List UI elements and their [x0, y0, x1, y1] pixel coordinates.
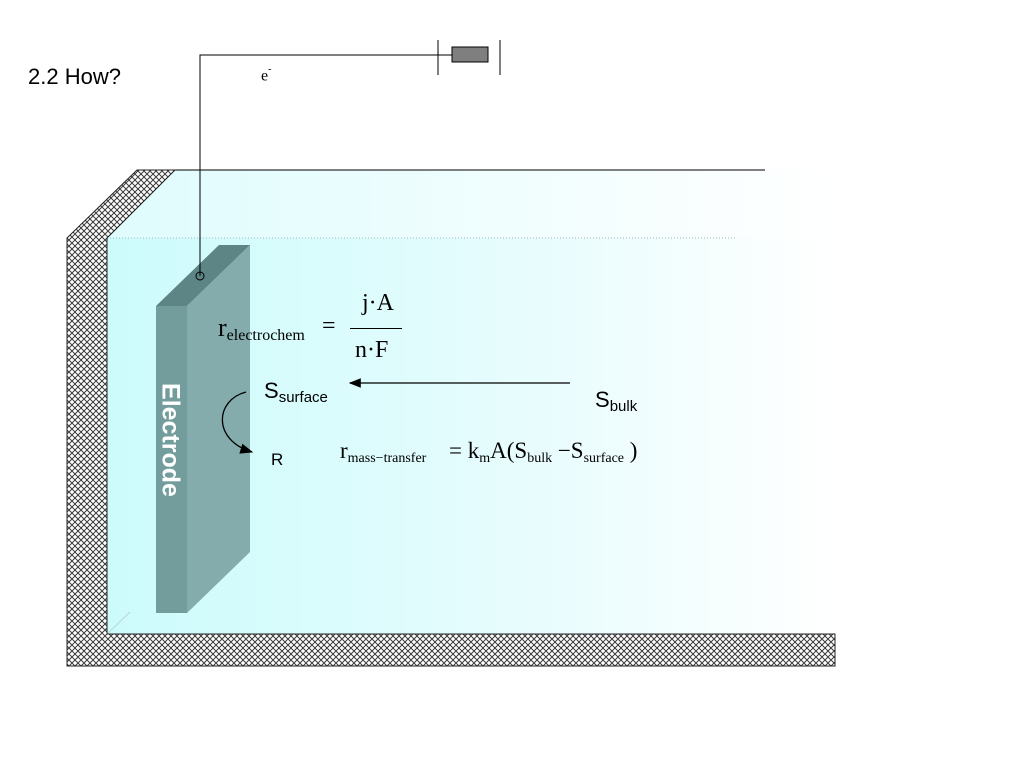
electrochem-numerator: j·A: [362, 290, 394, 316]
wire-terminal: [195, 271, 205, 281]
electrode-side-face: [187, 245, 250, 613]
tank-inner-corner: [106, 611, 131, 635]
tank-wall: [66, 169, 836, 667]
electrochem-equals: =: [322, 313, 336, 339]
fraction-bar: [350, 328, 402, 329]
electrolyte-top-surface: [107, 170, 835, 238]
resistor: [451, 46, 489, 63]
reaction-curved-arrow: [221, 391, 254, 454]
mass-transfer-expression: = kmA(Sbulk −Ssurface ): [449, 438, 638, 466]
external-wire: [199, 54, 438, 276]
electrochem-rate-symbol: relectrochem: [218, 313, 305, 344]
electrode-label: Electrode: [156, 383, 185, 497]
slide-title: 2.2 How?: [28, 64, 121, 89]
electrode-front-face: [156, 306, 187, 613]
surface-concentration-label: Ssurface: [264, 378, 328, 406]
bulk-concentration-label: Sbulk: [595, 387, 638, 415]
electrode-top-face: [156, 245, 250, 306]
electron-label: e-: [261, 64, 272, 85]
product-label: R: [271, 450, 284, 469]
electrochem-denominator: n·F: [355, 337, 389, 363]
mass-transfer-rate-symbol: rmass−transfer: [340, 438, 427, 466]
